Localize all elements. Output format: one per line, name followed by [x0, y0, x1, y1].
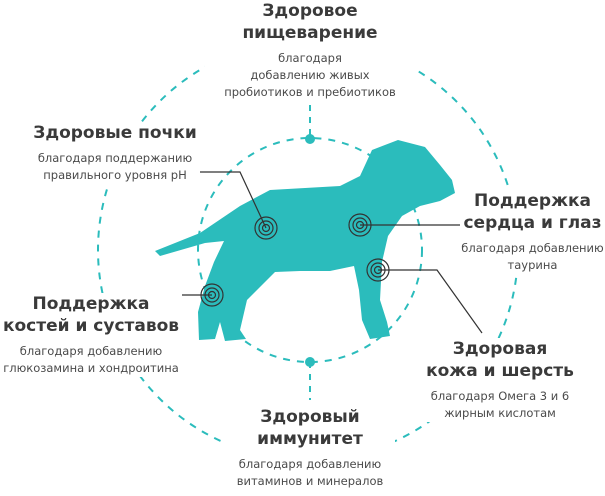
sub-line: благодаря Омега 3 и 6 — [430, 389, 570, 403]
title-line: Поддержка — [32, 294, 150, 314]
title-line: иммунитет — [257, 429, 363, 449]
title-line: костей и суставов — [2, 316, 180, 336]
heart-target-icon — [348, 213, 372, 237]
title-line: Здоровое — [262, 1, 358, 21]
sub-line: благодаря поддержанию — [37, 151, 193, 165]
benefit-subtitle: благодаря добавлению витаминов и минерало… — [225, 456, 395, 490]
bottom-dot — [305, 357, 315, 367]
title-line: сердца и глаз — [463, 213, 602, 233]
sub-line: глюкозамина и хондроитина — [3, 361, 179, 375]
title-line: Здоровая — [452, 339, 548, 359]
sub-line: благодаря добавлению — [238, 457, 382, 471]
sub-line: правильного уровня pH — [43, 168, 187, 182]
sub-line: таурина — [507, 258, 558, 272]
sub-line: добавлению живых — [250, 68, 370, 82]
bones-target-icon — [200, 283, 224, 307]
top-dot — [305, 134, 315, 144]
sub-line: благодаря добавлению — [461, 241, 604, 255]
inner-dashed-circle — [197, 137, 423, 363]
sub-line: витаминов и минералов — [236, 474, 384, 488]
benefit-subtitle: благодаря добавлению таурина — [460, 240, 605, 274]
title-line: Поддержка — [474, 191, 591, 211]
benefit-kidneys: Здоровые почки благодаря поддержанию прав… — [30, 122, 200, 184]
dog-silhouette — [155, 140, 455, 341]
title-line: кожа и шерсть — [426, 361, 574, 381]
benefit-subtitle: благодаря Омега 3 и 6 жирным кислотам — [420, 388, 580, 422]
title-line: Здоровый — [260, 407, 360, 427]
benefit-subtitle: благодаря поддержанию правильного уровня … — [30, 150, 200, 184]
sub-line: благодаря добавлению — [19, 344, 163, 358]
kidneys-target-icon — [254, 216, 278, 240]
skin-target-icon — [366, 258, 390, 282]
benefit-title: Здоровые почки — [33, 123, 197, 143]
sub-line: пробиотиков и пребиотиков — [224, 85, 396, 99]
benefit-subtitle: благодаря добавлению глюкозамина и хондро… — [0, 343, 182, 377]
title-line: пищеварение — [242, 23, 378, 43]
sub-line: жирным кислотам — [444, 406, 556, 420]
benefit-subtitle: благодаря добавлению живых пробиотиков и п… — [205, 50, 415, 101]
sub-line: благодаря — [278, 51, 342, 65]
